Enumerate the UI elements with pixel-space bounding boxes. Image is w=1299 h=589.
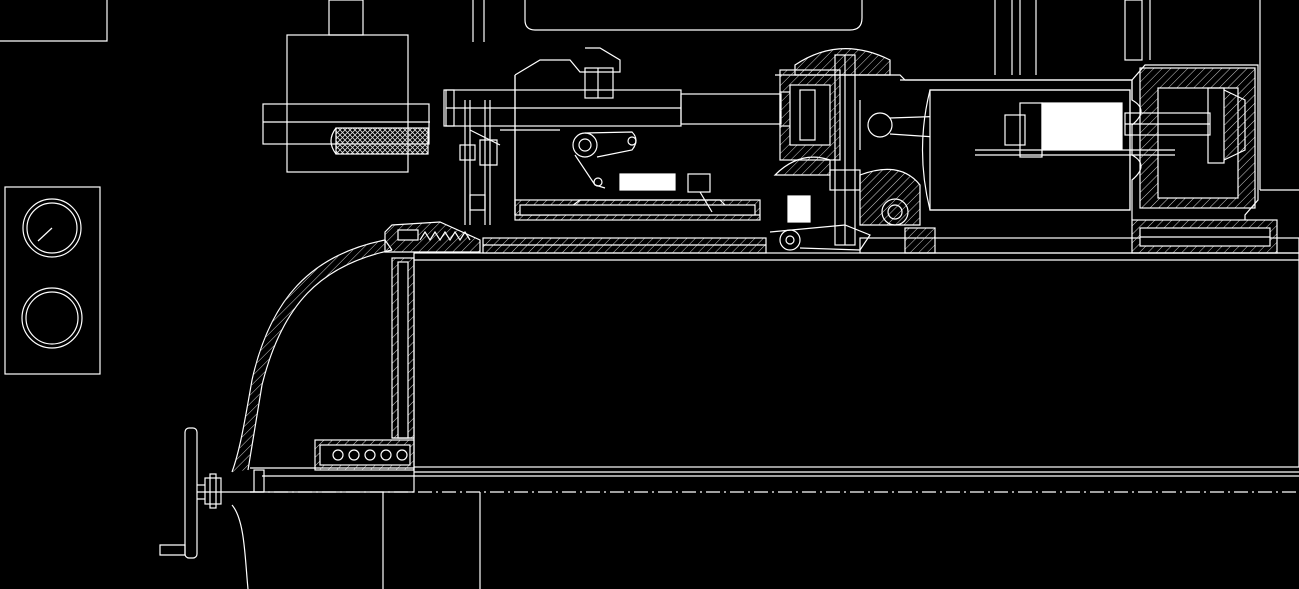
gauge-panel [4, 186, 101, 375]
top-right-frame [994, 0, 1299, 191]
blank-gauge-icon [21, 287, 83, 349]
upper-base [482, 219, 1299, 254]
top-housing [524, 0, 863, 31]
top-left-frame [0, 0, 108, 42]
right-cylinder [900, 64, 1259, 220]
spindle-housing [443, 47, 811, 225]
hand-wheel-icon [159, 427, 254, 589]
motor-block [262, 0, 430, 173]
lower-slide [250, 439, 415, 493]
center-column [769, 48, 1133, 251]
carriage-front [384, 221, 481, 253]
pressure-gauge-icon [22, 198, 82, 258]
